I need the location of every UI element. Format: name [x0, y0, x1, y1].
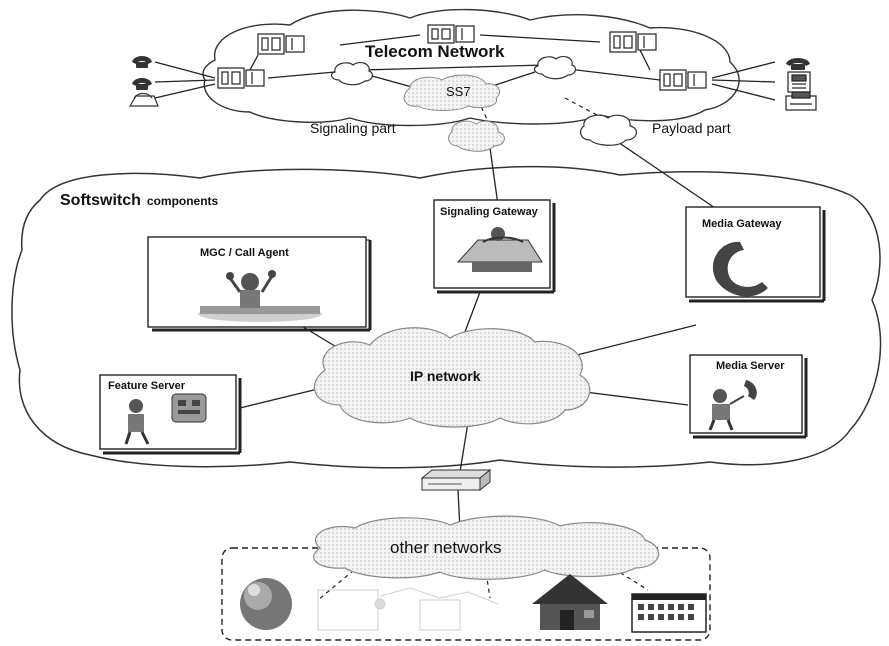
- media-server-box: [689, 354, 808, 439]
- faint-network-icon: [317, 587, 499, 631]
- telephone-icon: [132, 56, 152, 68]
- phone-handset-icon: [712, 241, 768, 297]
- switch-exchange-icon: [609, 31, 657, 53]
- softswitch-title: Softswitch components: [60, 192, 218, 210]
- media-gateway-label: Media Gateway: [702, 218, 782, 230]
- fax-icon: [785, 91, 817, 111]
- cloud-icon: [448, 120, 505, 152]
- router-icon: [420, 468, 492, 492]
- house-icon: [532, 574, 608, 630]
- media-gateway-box: [685, 206, 826, 303]
- feature-server-label: Feature Server: [108, 380, 186, 392]
- person-with-server-icon: [124, 393, 207, 445]
- ip-network-cloud: [313, 327, 591, 428]
- cloud-icon: [533, 55, 577, 80]
- ip-network-label: IP network: [410, 368, 481, 384]
- person-at-desk-icon: [198, 270, 322, 322]
- softswitch-title-main: Softswitch: [60, 192, 141, 209]
- telephone-icon: [786, 58, 810, 70]
- softswitch-cloud: [11, 165, 882, 469]
- cloud-icon: [580, 114, 637, 146]
- switchboard-icon: [456, 227, 543, 272]
- globe-icon: [240, 578, 292, 630]
- other-networks-cloud: [313, 515, 660, 580]
- person-on-phone-icon: [708, 380, 757, 431]
- switch-exchange-icon: [427, 24, 475, 44]
- feature-server-box: [99, 374, 242, 455]
- media-server-label: Media Server: [716, 360, 785, 372]
- building-icon: [631, 593, 707, 633]
- telecom-network-label: Telecom Network: [365, 42, 505, 61]
- softswitch-subtitle: components: [146, 194, 219, 208]
- payload-part-label: Payload part: [652, 120, 731, 136]
- signaling-gateway-label: Signaling Gateway: [440, 206, 538, 218]
- switch-exchange-icon: [257, 33, 305, 55]
- cloud-icon: [330, 61, 374, 86]
- ss7-label: SS7: [446, 84, 471, 99]
- telecom-network-cloud: [202, 8, 740, 127]
- other-networks-label: other networks: [390, 538, 502, 557]
- telephone-icon: [128, 92, 159, 107]
- switch-exchange-icon: [659, 69, 707, 91]
- switch-exchange-icon: [217, 67, 265, 89]
- ss7-cloud: [403, 74, 501, 111]
- signaling-part-label: Signaling part: [310, 120, 396, 136]
- telephone-icon: [132, 78, 152, 90]
- mgc-call-agent-label: MGC / Call Agent: [200, 247, 289, 259]
- telephone-icon: [787, 71, 811, 93]
